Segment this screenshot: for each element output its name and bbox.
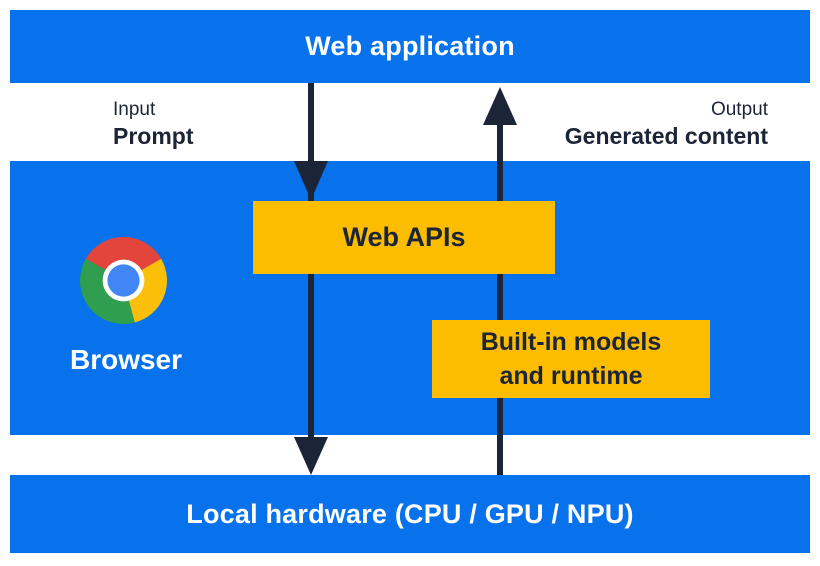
generated-content-up-arrow [483,87,517,477]
output-title: Output [710,99,768,120]
input-value: Prompt [113,123,194,150]
web-apis-box: Web APIs [253,201,555,274]
web-apis-label: Web APIs [342,222,466,252]
prompt-down-arrow [294,83,328,475]
input-title: Input [113,99,156,120]
input-label-group: Input Prompt [113,99,194,151]
builtin-models-line1: Built-in models [480,328,662,356]
web-application-bar: Web application [10,10,810,83]
web-application-label: Web application [305,31,515,61]
output-value: Generated content [564,123,768,150]
chrome-logo-icon [80,237,167,324]
local-hardware-bar: Local hardware (CPU / GPU / NPU) [10,475,810,553]
local-hardware-label: Local hardware (CPU / GPU / NPU) [186,498,634,529]
builtin-models-line2: and runtime [499,362,643,390]
output-label-group: Output Generated content [565,99,768,151]
browser-label: Browser [69,344,183,375]
builtin-models-box: Built-in models and runtime [432,320,710,398]
